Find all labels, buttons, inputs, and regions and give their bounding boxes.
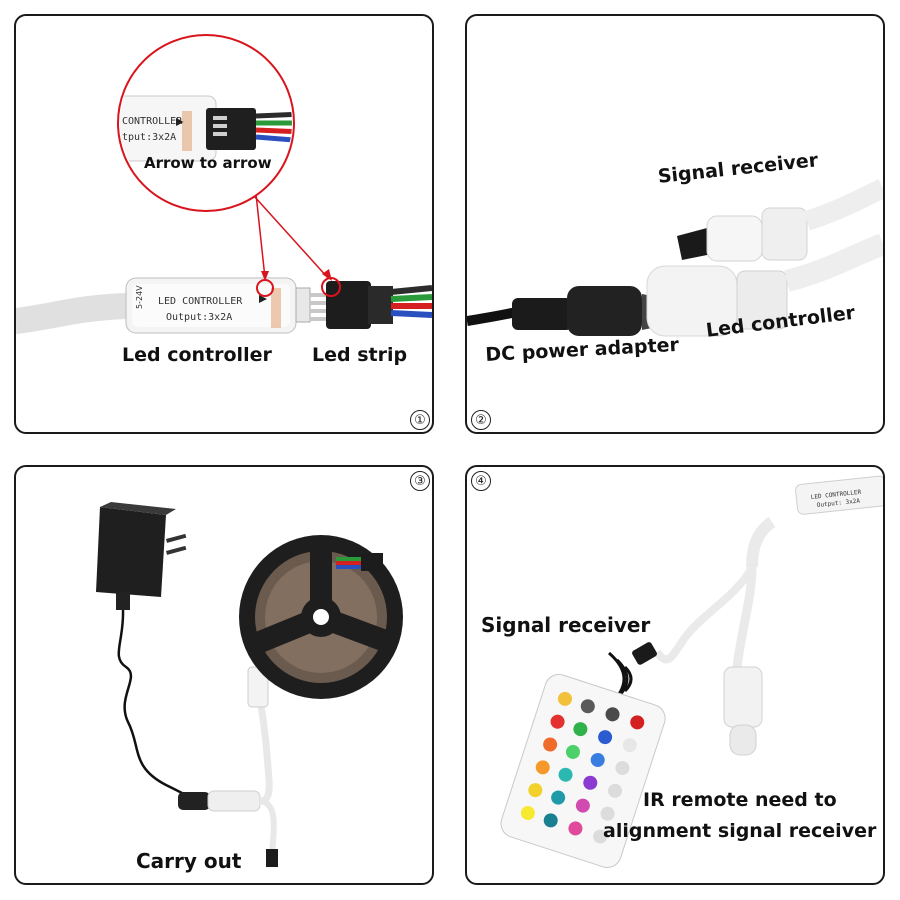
step-number: ④ xyxy=(471,471,491,491)
zoom-title-text: CONTROLLER xyxy=(122,116,183,127)
controller-strip-illustration: 5-24V LED CONTROLLER Output:3x2A CONTRO xyxy=(16,34,432,334)
led-strip-label: Led strip xyxy=(312,344,408,366)
zoom-output-text: tput:3x2A xyxy=(122,132,176,143)
panel-connect-power: Signal receiver Led controller DC power … xyxy=(465,14,885,434)
step-number: ① xyxy=(410,410,430,430)
kit-illustration xyxy=(96,502,403,867)
ir-remote-label-line1: IR remote need to xyxy=(643,789,837,811)
callout-arrow-label: Arrow to arrow xyxy=(144,154,272,172)
signal-receiver-label: Signal receiver xyxy=(481,613,651,637)
panel-connect-strip: 5-24V LED CONTROLLER Output:3x2A CONTRO xyxy=(14,14,434,434)
voltage-text: 5-24V xyxy=(135,285,144,309)
controller-output-text: Output: 3x2A xyxy=(816,497,860,509)
remote-illustration: LED CONTROLLER Output: 3x2A xyxy=(500,475,883,868)
controller-output-text: Output:3x2A xyxy=(166,312,232,323)
step-number: ③ xyxy=(410,471,430,491)
ir-remote-label-line2: alignment signal receiver xyxy=(603,820,877,842)
panel-carry-out: Carry out ③ xyxy=(14,465,434,885)
power-receiver-illustration xyxy=(467,179,883,337)
step-number: ② xyxy=(471,410,491,430)
controller-title-text: LED CONTROLLER xyxy=(158,296,243,307)
panel-ir-remote: LED CONTROLLER Output: 3x2A xyxy=(465,465,885,885)
led-controller-label: Led controller xyxy=(122,344,272,366)
carry-out-label: Carry out xyxy=(136,849,242,873)
